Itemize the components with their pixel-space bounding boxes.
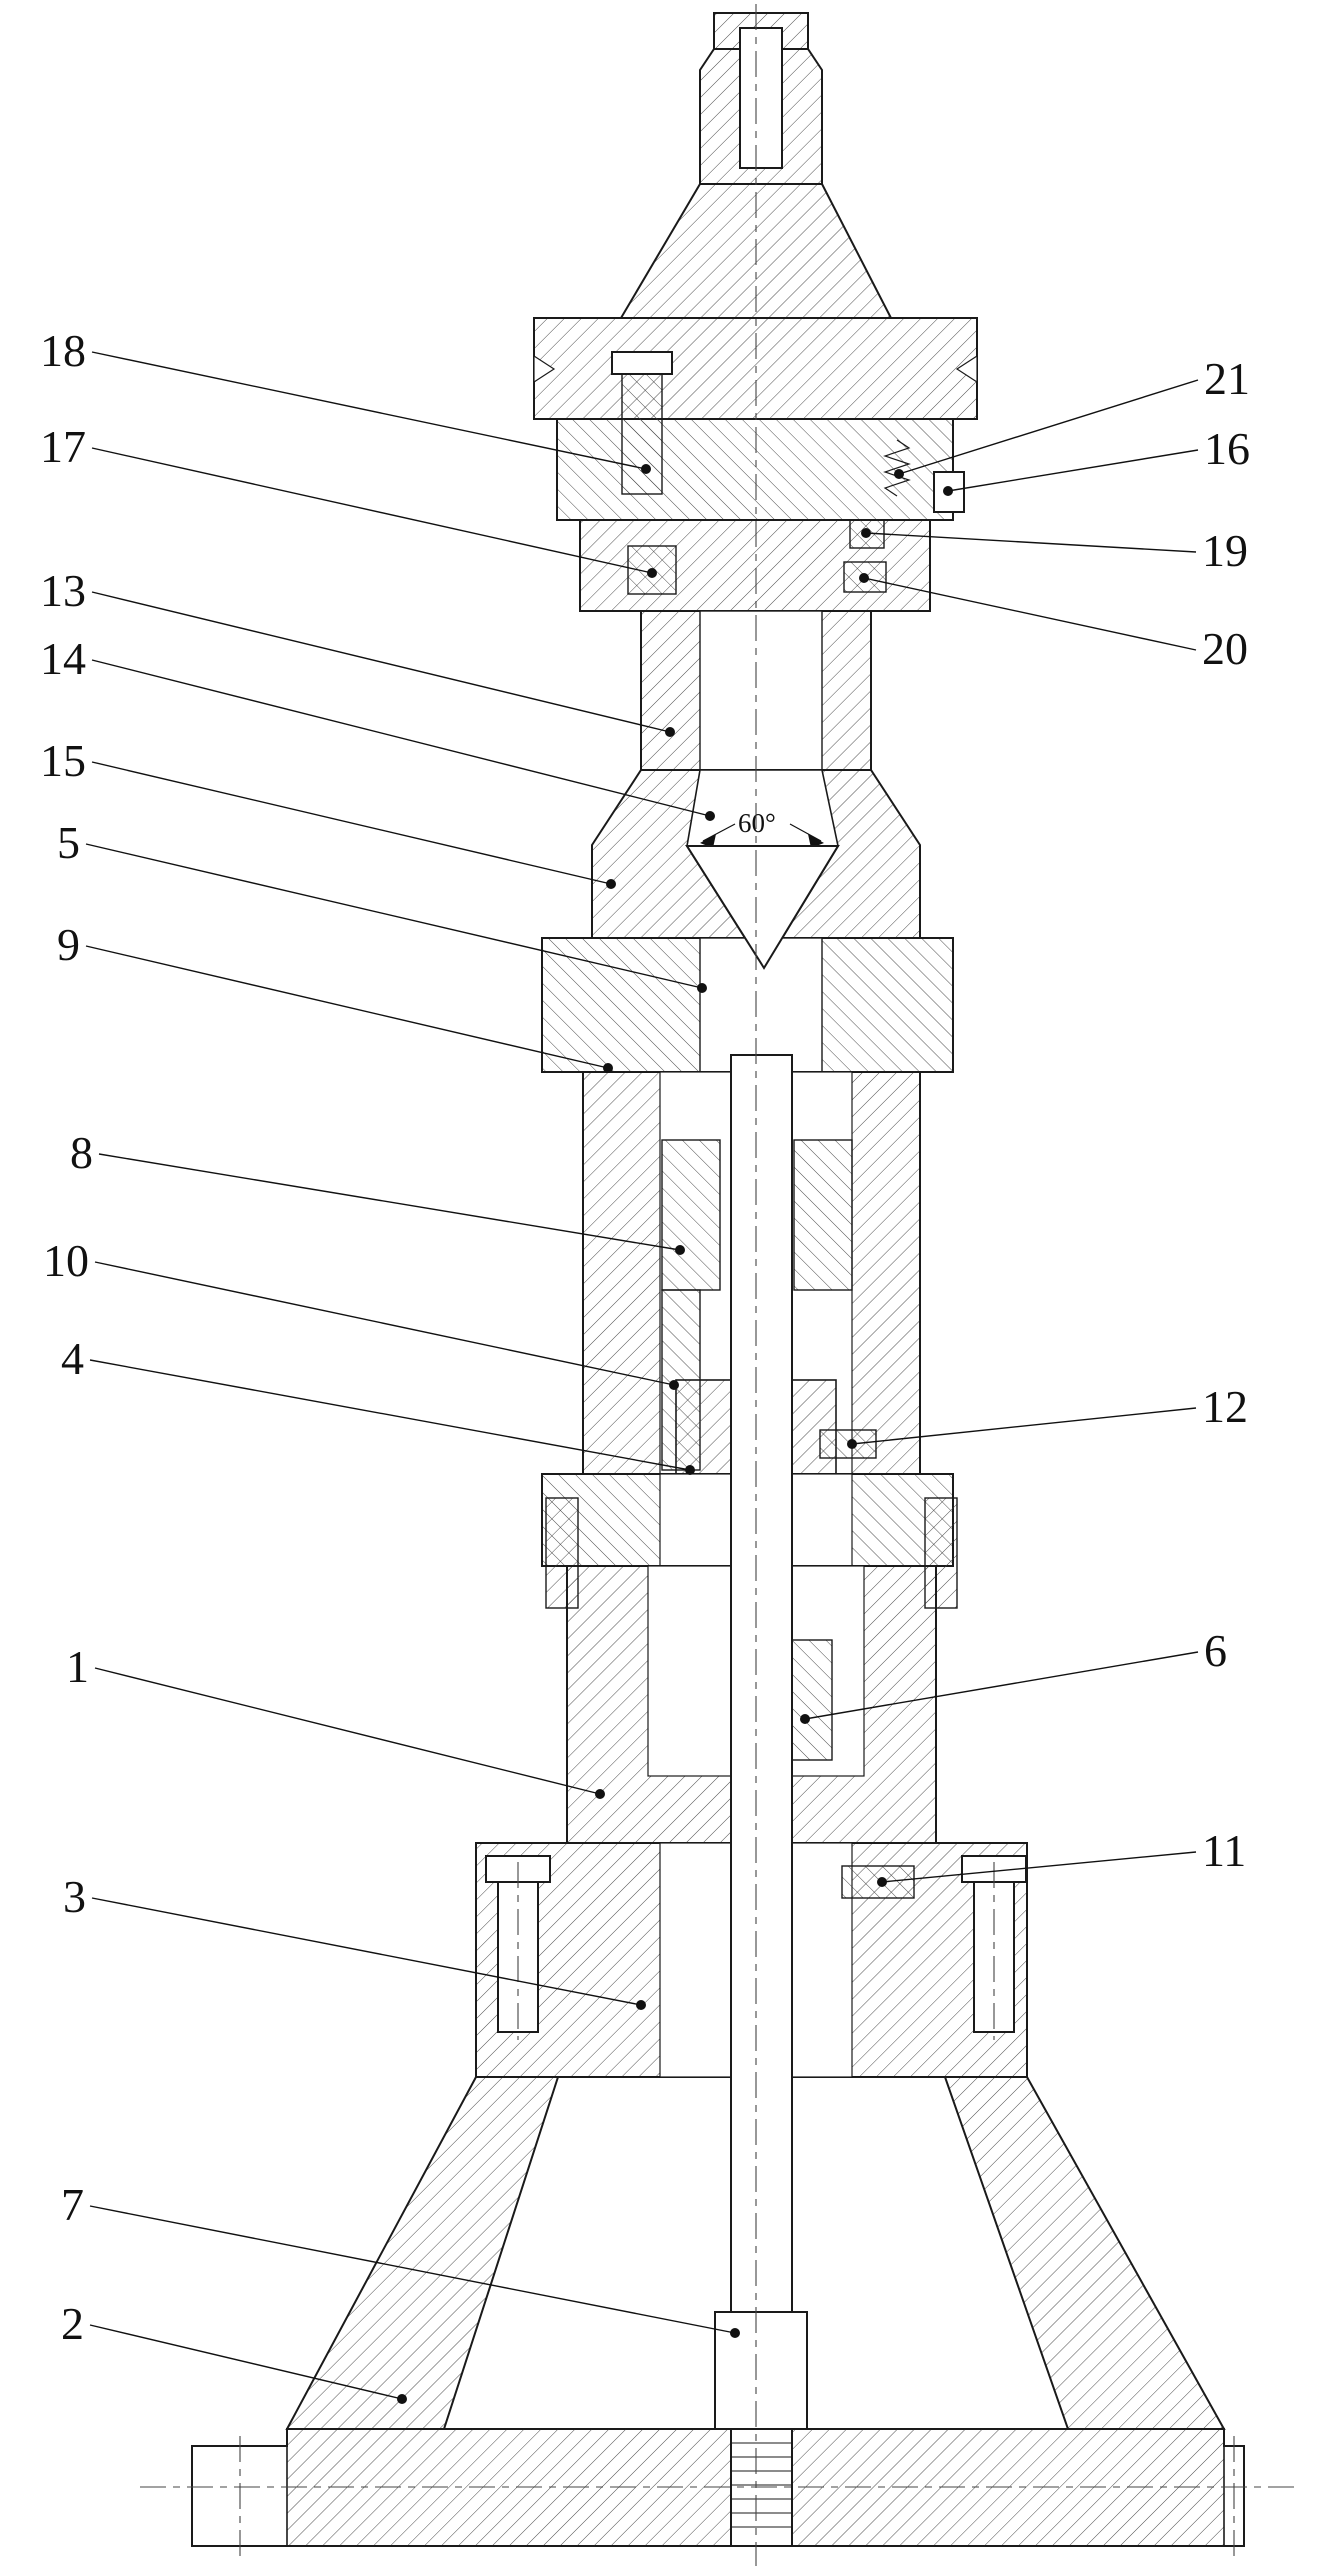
bearing-right [793,1139,853,1291]
leader-1 [94,1667,605,1799]
angle-dimension: 60° [700,808,824,848]
part-label-13: 13 [40,565,86,616]
part-label-4: 4 [61,1333,84,1384]
part-label-19: 19 [1202,525,1248,576]
leader-13 [91,591,675,737]
leader-6 [800,1651,1199,1724]
angle-annotation: 60° [738,808,776,838]
leader-14 [91,659,715,821]
leader-3 [91,1897,646,2010]
part-label-21: 21 [1204,353,1250,404]
part-label-10: 10 [43,1235,89,1286]
part-label-11: 11 [1202,1825,1246,1876]
part-label-6: 6 [1204,1625,1227,1676]
spring-21 [883,439,911,497]
leader-8 [98,1153,685,1255]
base-plate [191,2428,1245,2558]
flange-vgroove-right [955,354,978,384]
leader-lines [85,351,1199,2404]
pull-stud-bore [739,27,783,169]
rod-shaft [730,1054,793,2313]
angle-arrow-right [808,834,824,848]
part-label-9: 9 [57,919,80,970]
part-label-18: 18 [40,325,86,376]
bolt-18-shaft [621,373,663,495]
part-label-7: 7 [61,2179,84,2230]
flange-vgroove-left [533,354,556,384]
centerlines [140,4,1300,2566]
part-label-8: 8 [70,1127,93,1178]
leader-15 [91,761,616,889]
part-label-12: 12 [1202,1381,1248,1432]
cone-tip-over-disc [685,845,840,970]
part-label-17: 17 [40,421,86,472]
leader-19 [861,528,1197,553]
part-label-3: 3 [63,1871,86,1922]
leader-11 [877,1851,1197,1887]
leg-right [943,2076,1226,2430]
leader-10 [94,1261,679,1390]
leader-2 [89,2324,407,2404]
leader-20 [859,573,1197,651]
pull-stud [699,12,823,185]
leader-5 [85,843,707,993]
leader-7 [89,2205,740,2338]
part-label-15: 15 [40,735,86,786]
part-label-2: 2 [61,2298,84,2349]
part-labels: 18 17 13 14 15 5 9 8 10 4 1 3 7 2 21 16 … [40,325,1250,2349]
part-label-1: 1 [66,1641,89,1692]
neck-bore [699,610,823,771]
leader-21 [894,379,1199,479]
bolt-18-head [611,351,673,375]
part-label-14: 14 [40,633,86,684]
leader-4 [89,1359,695,1475]
rod-collar-7 [714,2311,808,2430]
support-disc [541,845,954,1073]
leader-16 [943,449,1199,496]
leader-9 [85,945,613,1073]
angle-dim-line-right [789,823,822,842]
leader-12 [847,1407,1197,1449]
part-label-5: 5 [57,817,80,868]
angle-arrow-left [700,834,716,848]
part-label-20: 20 [1202,623,1248,674]
angle-dim-line-left [702,823,736,842]
leader-18 [91,351,651,474]
bearing-left-8 [661,1139,721,1291]
rod-thread-lines [731,2442,792,2528]
leader-17 [91,447,657,578]
part-label-16: 16 [1204,423,1250,474]
